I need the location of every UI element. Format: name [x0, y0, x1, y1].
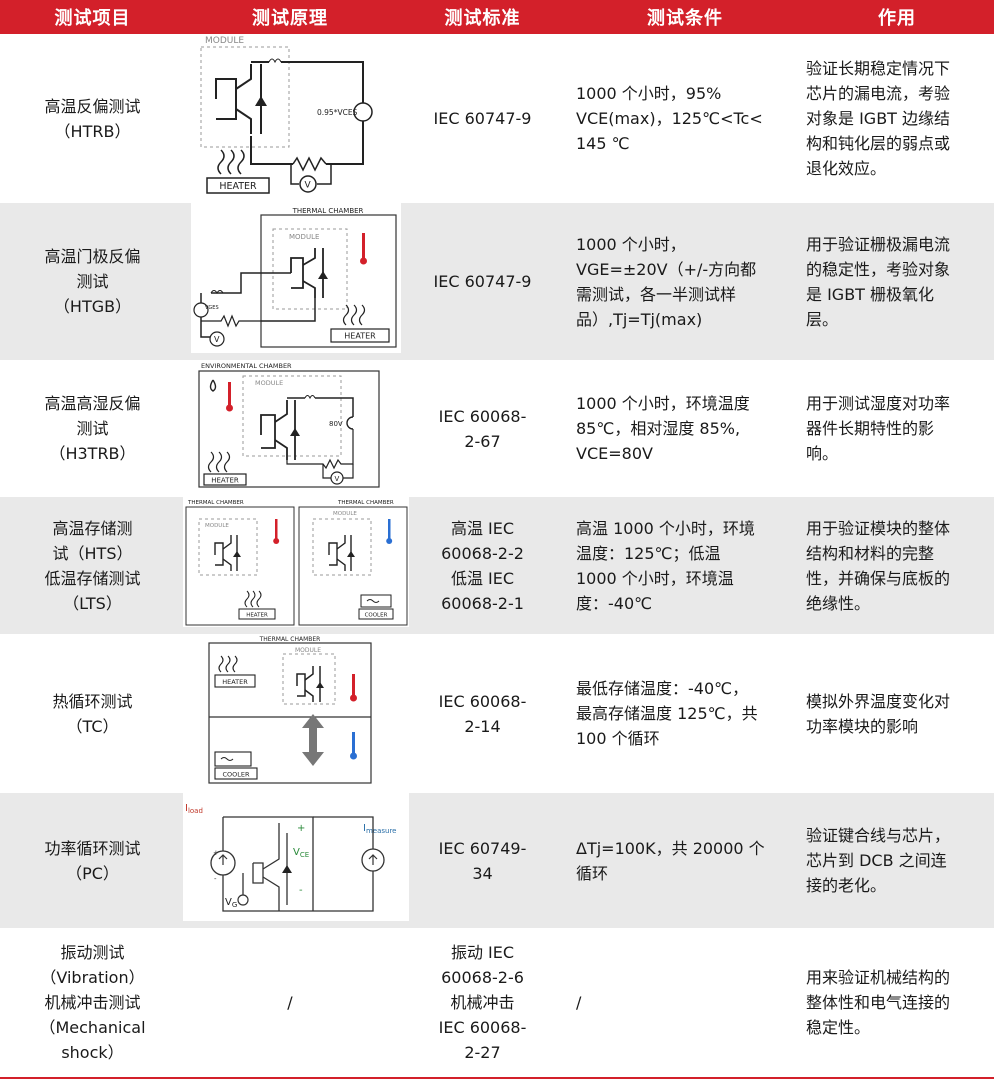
svg-text:MODULE: MODULE — [333, 511, 357, 517]
principle-cell: THERMAL CHAMBER MODULE — [183, 497, 409, 634]
condition-cell: 1000 个小时，环境温度 85℃，相对湿度 85%, VCE=80V — [576, 394, 750, 463]
header-row: 测试项目 测试原理 测试标准 测试条件 作用 — [0, 0, 994, 34]
svg-text:MODULE: MODULE — [205, 523, 229, 529]
svg-text:Iload: Iload — [185, 803, 203, 815]
svg-text:THERMAL CHAMBER: THERMAL CHAMBER — [292, 207, 364, 215]
svg-text:MODULE: MODULE — [289, 233, 319, 241]
principle-cell: Iload Imeasure — [183, 793, 409, 928]
svg-text:+: + — [213, 849, 219, 857]
svg-text:VGES: VGES — [205, 305, 219, 311]
hts-lts-diagram: THERMAL CHAMBER MODULE — [183, 497, 409, 627]
principle-cell: / — [185, 928, 395, 1079]
svg-text:HEATER: HEATER — [211, 477, 239, 485]
effect-cell: 用来验证机械结构的 整体性和电气连接的 稳定性。 — [800, 928, 994, 1079]
tc-diagram: THERMAL CHAMBER MODULE — [208, 636, 372, 784]
effect-cell: 用于验证栅极漏电流 的稳定性，考验对象 是 IGBT 栅极氧化 层。 — [800, 203, 994, 360]
standard-cell: 振动 IEC 60068-2-6 机械冲击 IEC 60068- 2-27 — [395, 928, 570, 1079]
item-cell: 高温存储测 试（HTS） 低温存储测试 （LTS） — [0, 497, 185, 634]
condition-cell: 最低存储温度：-40℃， 最高存储温度 125℃，共 100 个循环 — [576, 679, 758, 748]
item-cell: 高温反偏测试 （HTRB） — [44, 96, 141, 141]
svg-text:-: - — [299, 885, 303, 896]
item-cell: 高温高湿反偏 测试 （H3TRB） — [44, 394, 141, 463]
item-cell: 振动测试 （Vibration） 机械冲击测试 （Mechanical shoc… — [0, 928, 185, 1079]
header-effect: 作用 — [800, 0, 994, 34]
standard-cell: IEC 60068- 2-67 — [438, 406, 527, 451]
svg-text:MODULE: MODULE — [205, 36, 244, 46]
svg-text:VG: VG — [225, 897, 237, 909]
svg-text:THERMAL CHAMBER: THERMAL CHAMBER — [337, 500, 394, 506]
table-row: 高温门极反偏 测试 （HTGB） THERMAL CHAMBER MODULE — [0, 203, 994, 360]
standard-cell: 高温 IEC 60068-2-2 低温 IEC 60068-2-1 — [395, 497, 570, 634]
table-row: 热循环测试 （TC） THERMAL CHAMBER MODULE — [0, 634, 994, 793]
table-row: 功率循环测试 （PC） Iload Imeasure — [0, 793, 994, 928]
header-principle: 测试原理 — [185, 0, 395, 34]
condition-cell: 1000 个小时， VGE=±20V（+/-方向都 需测试，各一半测试样 品）,… — [570, 203, 800, 360]
header-item: 测试项目 — [0, 0, 185, 34]
condition-cell: ΔTj=100K，共 20000 个 循环 — [570, 793, 800, 928]
svg-text:COOLER: COOLER — [365, 613, 388, 619]
table-row: 振动测试 （Vibration） 机械冲击测试 （Mechanical shoc… — [0, 928, 994, 1079]
effect-cell: 用于验证模块的整体 结构和材料的完整 性，并确保与底板的 绝缘性。 — [800, 497, 994, 634]
svg-text:MODULE: MODULE — [295, 647, 321, 654]
effect-cell: 模拟外界温度变化对 功率模块的影响 — [806, 691, 951, 736]
effect-cell: 用于测试湿度对功率 器件长期特性的影 响。 — [806, 394, 951, 463]
principle-cell: THERMAL CHAMBER MODULE VGES — [185, 203, 401, 360]
item-cell: 功率循环测试 （PC） — [0, 793, 185, 928]
svg-text:COOLER: COOLER — [222, 771, 249, 779]
condition-cell: 1000 个小时，95% VCE(max)，125℃<Tc< 145 ℃ — [576, 84, 763, 153]
svg-text:HEATER: HEATER — [222, 678, 248, 686]
standard-cell: IEC 60749- 34 — [395, 793, 570, 928]
htrb-diagram: MODULE 0.95*VCES — [200, 36, 373, 194]
standard-cell: IEC 60747-9 — [433, 109, 532, 128]
svg-text:ENVIRONMENTAL CHAMBER: ENVIRONMENTAL CHAMBER — [201, 362, 292, 370]
effect-cell: 验证键合线与芯片， 芯片到 DCB 之间连 接的老化。 — [800, 793, 994, 928]
principle-cell: ENVIRONMENTAL CHAMBER MODULE — [185, 360, 395, 497]
condition-cell: / — [570, 928, 800, 1079]
svg-text:VCE: VCE — [293, 847, 309, 859]
header-standard: 测试标准 — [395, 0, 570, 34]
svg-text:MODULE: MODULE — [255, 379, 283, 387]
table-row: 高温反偏测试 （HTRB） MODULE — [0, 34, 994, 203]
h3trb-diagram: ENVIRONMENTAL CHAMBER MODULE — [198, 362, 380, 488]
standard-cell: IEC 60068- 2-14 — [438, 691, 527, 736]
table-row: 高温存储测 试（HTS） 低温存储测试 （LTS） THERMAL CHAMBE… — [0, 497, 994, 634]
svg-text:V: V — [305, 181, 312, 191]
svg-text:THERMAL CHAMBER: THERMAL CHAMBER — [187, 500, 244, 506]
pc-diagram: Iload Imeasure — [183, 793, 409, 921]
svg-text:HEATER: HEATER — [344, 332, 376, 341]
htgb-diagram: THERMAL CHAMBER MODULE VGES — [191, 203, 401, 353]
svg-text:THERMAL CHAMBER: THERMAL CHAMBER — [259, 636, 321, 643]
header-condition: 测试条件 — [570, 0, 800, 34]
item-cell: 热循环测试 （TC） — [52, 691, 133, 736]
svg-text:HEATER: HEATER — [219, 181, 257, 192]
svg-text:Imeasure: Imeasure — [363, 823, 396, 835]
svg-text:V: V — [335, 475, 340, 483]
condition-cell: 高温 1000 个小时，环境 温度：125℃；低温 1000 个小时，环境温 度… — [570, 497, 800, 634]
svg-text:V: V — [214, 335, 220, 344]
item-cell: 高温门极反偏 测试 （HTGB） — [0, 203, 185, 360]
svg-text:-: - — [214, 875, 217, 883]
principle-cell: THERMAL CHAMBER MODULE — [185, 634, 395, 793]
table-row: 高温高湿反偏 测试 （H3TRB） ENVIRONMENTAL CHAMBER … — [0, 360, 994, 497]
standard-cell: IEC 60747-9 — [395, 203, 570, 360]
svg-text:0.95*VCES: 0.95*VCES — [317, 108, 358, 117]
svg-text:HEATER: HEATER — [246, 613, 268, 619]
svg-text:80V: 80V — [329, 420, 343, 428]
principle-cell: MODULE 0.95*VCES — [185, 34, 395, 203]
effect-cell: 验证长期稳定情况下 芯片的漏电流，考验 对象是 IGBT 边缘结 构和钝化层的弱… — [806, 59, 951, 178]
svg-text:+: + — [297, 823, 305, 834]
